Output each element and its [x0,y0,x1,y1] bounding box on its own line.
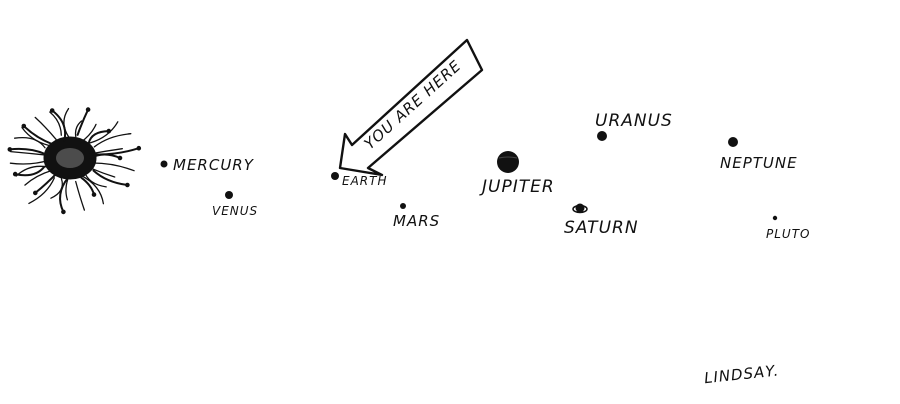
planet-neptune: NEPTUNE [720,137,798,172]
arrow-icon [338,38,484,177]
sun-ray-drop [12,171,18,177]
sun-ray [93,133,132,148]
planet-mars: MARS [393,203,440,230]
sun-ray [85,121,119,145]
sun-ray [59,176,69,213]
sun-ray [75,180,86,211]
sun-ray-drop [49,108,55,113]
sun-ray [83,170,107,188]
sun-ray [92,169,129,186]
sun-ray [80,174,105,205]
sun-ray [50,178,64,199]
sun-ray [24,169,53,186]
pluto-dot [772,215,778,221]
mercury-dot [160,160,168,168]
sun-ray-drop [7,147,13,152]
venus-dot [225,191,233,199]
sun-ray [28,177,56,205]
sun-ray [49,111,62,136]
sun-ray [9,159,51,165]
sun-ray [8,147,47,155]
signature-text: LINDSAY. [703,361,780,387]
planet-venus: VENUS [212,191,258,218]
planet-saturn: SATURN [564,203,639,238]
uranus-label: URANUS [595,111,673,131]
sun-ray-drop [21,123,27,129]
planet-earth: EARTH [331,172,387,188]
you-are-here-text: YOU ARE HERE [361,57,465,153]
saturn-rings [572,204,588,214]
sun-icon [7,107,142,215]
sun-ray [34,116,57,141]
sun-ray [91,162,135,172]
uranus-dot [597,131,607,141]
earth-dot [331,172,339,180]
sun-ray-drop [106,128,112,134]
sun-ray [63,107,71,139]
mars-dot [400,203,406,209]
sun-ray-drop [33,190,38,196]
sun-ray [22,125,54,146]
planet-uranus: URANUS [595,111,673,141]
earth-label: EARTH [342,174,387,188]
venus-label: VENUS [212,204,258,218]
planet-mercury: MERCURY [160,156,255,174]
mercury-label: MERCURY [173,156,255,174]
sun-ray-drop [91,192,97,197]
planet-jupiter: JUPITER [479,151,555,197]
sun-ray-drop [61,209,66,215]
jupiter-dot [497,151,519,173]
sun-ray-drop [85,107,91,112]
you-are-here-arrow: YOU ARE HERE [338,38,484,177]
sun-ray [87,130,110,145]
mars-label: MARS [393,212,440,230]
sun-ray [91,147,140,156]
sun-ray [74,120,83,138]
neptune-dot [728,137,738,147]
sun-ray [76,108,90,136]
signature-icon: LINDSAY. [703,361,780,387]
pluto-label: PLUTO [766,227,810,241]
sun-ray-drop [125,182,130,188]
sun-ray-drop [136,145,142,151]
saturn-label: SATURN [564,218,639,238]
sun-ray-drop [117,155,123,161]
sun-ray [79,123,97,144]
jupiter-label: JUPITER [479,177,555,197]
neptune-label: NEPTUNE [720,154,798,172]
sun-ray [91,168,116,178]
sun-ray [14,165,46,177]
planet-pluto: PLUTO [766,215,810,241]
sun-ray [21,126,55,148]
sun-ray [9,150,48,156]
sun-ray [34,171,59,194]
sun-ray [80,176,95,196]
